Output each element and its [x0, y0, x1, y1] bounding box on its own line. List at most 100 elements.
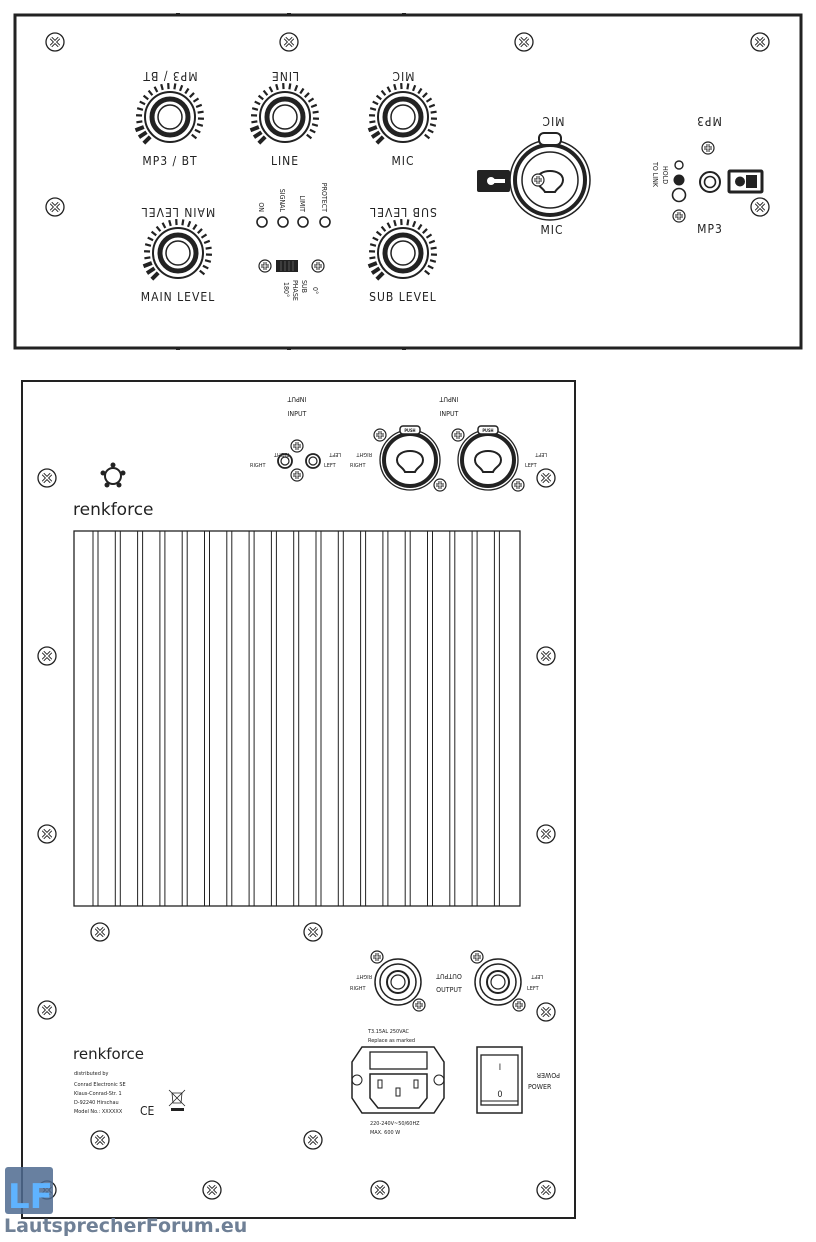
knob-label: MIC: [391, 154, 414, 168]
knob-label: MAIN LEVEL: [141, 290, 215, 304]
phase-switch[interactable]: SUB PHASE 0° 180°: [257, 258, 326, 301]
svg-text:INPUT: INPUT: [287, 395, 306, 403]
knob-label: LINE: [271, 154, 299, 168]
screw-icon: [372, 427, 388, 443]
screw-icon: [44, 196, 66, 218]
screw-icon: [513, 31, 535, 53]
brand-logo: renkforce: [73, 462, 154, 520]
screw-icon: [89, 921, 111, 943]
svg-text:INPUT: INPUT: [288, 410, 307, 418]
input-labels: INPUT INPUT INPUT INPUT: [287, 395, 458, 418]
knob-label-flipped: LINE: [271, 69, 299, 83]
knob-main-level[interactable]: MAIN LEVEL MAIN LEVEL: [141, 205, 215, 304]
svg-text:OUTPUT: OUTPUT: [436, 972, 462, 980]
screw-icon: [432, 477, 448, 493]
heatsink: [73, 530, 521, 907]
ce-mark: CE: [140, 1104, 155, 1118]
power-switch[interactable]: I 0 POWER POWER: [476, 1046, 560, 1114]
renkforce-logo-icon: [100, 462, 126, 488]
led-on: [256, 216, 268, 228]
svg-text:LEFT: LEFT: [328, 451, 341, 457]
screw-icon: [89, 1129, 111, 1151]
svg-text:D-92240 Hirschau: D-92240 Hirschau: [74, 1100, 119, 1106]
led-label-on: ON: [257, 202, 265, 212]
xlr-input-right[interactable]: PUSH RIGHT RIGHT: [350, 425, 448, 493]
svg-text:RIGHT: RIGHT: [356, 451, 372, 457]
screw-icon: [511, 997, 527, 1013]
screw-icon: [201, 1179, 223, 1201]
led-limit: [297, 216, 309, 228]
fuse-note: Replace as marked: [368, 1038, 415, 1044]
speakon-output-right[interactable]: [369, 949, 427, 1013]
xlr-input-left[interactable]: PUSH LEFT LEFT: [450, 425, 547, 493]
mp3-switch[interactable]: [727, 169, 764, 194]
speakon-output-left[interactable]: [469, 949, 527, 1013]
status-leds: ON SIGNAL LIMIT PROTECT: [256, 183, 331, 228]
svg-text:I: I: [499, 1063, 501, 1073]
led-signal: [277, 216, 289, 228]
knob-line[interactable]: LINE LINE: [249, 69, 320, 168]
screw-icon: [369, 1179, 391, 1201]
hold-label: HOLD: [661, 166, 669, 184]
screw-icon: [302, 1129, 324, 1151]
led-label-limit: LIMIT: [298, 196, 306, 213]
screw-icon: [36, 467, 58, 489]
led-protect: [319, 216, 331, 228]
screw-icon: [535, 823, 557, 845]
voltage-rating: 220-240V~50/60HZ: [370, 1121, 420, 1127]
power-inlet-fuse[interactable]: T3.15AL 250VAC Replace as marked 220-240…: [351, 1029, 445, 1136]
phase-label-0: 0°: [311, 287, 319, 294]
svg-text:LEFT: LEFT: [525, 463, 538, 469]
screw-icon: [749, 196, 771, 218]
svg-text:Klaus-Conrad-Str. 1: Klaus-Conrad-Str. 1: [74, 1091, 122, 1097]
svg-text:LEFT: LEFT: [530, 973, 543, 979]
screw-icon: [535, 645, 557, 667]
phase-label-180: 180°: [282, 282, 290, 297]
lock-icon: [477, 170, 510, 192]
screw-icon: [535, 1001, 557, 1023]
svg-text:LEFT: LEFT: [527, 986, 540, 992]
svg-text:INPUT: INPUT: [440, 410, 459, 418]
svg-text:RIGHT: RIGHT: [273, 451, 289, 457]
brand-name: renkforce: [73, 500, 154, 520]
rear-panel: renkforce INPUT INPUT INPUT INPUT RIGHT …: [21, 380, 576, 1219]
screw-icon: [278, 31, 300, 53]
knob-label-flipped: MIC: [391, 69, 414, 83]
distributor-info: renkforce distributed by Conrad Electron…: [73, 1045, 186, 1118]
screw-icon: [302, 921, 324, 943]
screw-icon: [36, 645, 58, 667]
screw-icon: [36, 823, 58, 845]
push-label: PUSH: [482, 428, 493, 433]
screw-icon: [749, 31, 771, 53]
knob-label-flipped: MAIN LEVEL: [141, 205, 215, 219]
svg-text:Model No.: XXXXXX: Model No.: XXXXXX: [74, 1109, 123, 1115]
knob-mic[interactable]: MIC MIC: [367, 69, 438, 168]
screw-icon: [450, 427, 466, 443]
svg-text:renkforce: renkforce: [73, 1045, 144, 1063]
svg-text:RIGHT: RIGHT: [250, 463, 266, 469]
svg-text:0: 0: [497, 1090, 502, 1100]
weee-bin-icon: [168, 1089, 186, 1111]
power-label-flipped: POWER: [536, 1071, 560, 1079]
mp3-label: MP3: [697, 222, 723, 236]
power-label: POWER: [528, 1083, 552, 1091]
svg-text:LEFT: LEFT: [534, 451, 547, 457]
screw-icon: [411, 997, 427, 1013]
screw-icon: [535, 467, 557, 489]
output-labels: OUTPUT OUTPUT RIGHT RIGHT LEFT LEFT: [350, 972, 543, 994]
screw-icon: [535, 1179, 557, 1201]
screw-icon: [36, 999, 58, 1021]
mic-combo-input[interactable]: MIC MIC: [509, 114, 591, 237]
svg-text:distributed by: distributed by: [74, 1071, 109, 1077]
screw-icon: [44, 31, 66, 53]
rca-inputs[interactable]: RIGHT RIGHT LEFT LEFT: [250, 438, 341, 483]
push-label: PUSH: [404, 428, 415, 433]
screw-icon: [469, 949, 485, 965]
led-label-protect: PROTECT: [320, 183, 328, 212]
max-power: MAX. 600 W: [370, 1130, 400, 1136]
svg-text:RIGHT: RIGHT: [350, 463, 366, 469]
knob-label-flipped: SUB LEVEL: [369, 205, 437, 219]
